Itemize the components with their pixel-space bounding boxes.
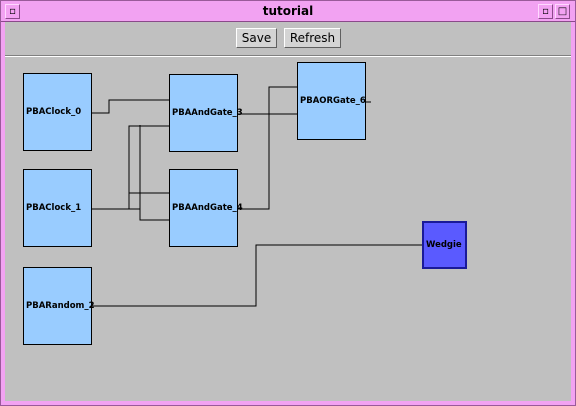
- wire: [129, 208, 169, 221]
- node-label: PBAORGate_6: [300, 96, 366, 106]
- wire: [91, 99, 169, 114]
- minimize-icon: ▫: [542, 6, 549, 17]
- node-wedgie[interactable]: Wedgie: [422, 221, 467, 269]
- node-pbaandgate-4[interactable]: PBAAndGate_4: [169, 169, 243, 247]
- minimize-icon: ▫: [9, 6, 16, 17]
- node-pbaclock-0[interactable]: PBAClock_0: [23, 73, 92, 151]
- wire: [91, 244, 422, 307]
- node-label: PBAClock_1: [26, 203, 82, 213]
- node-pbaorgate-6[interactable]: PBAORGate_6: [297, 62, 366, 140]
- node-pbarandom-2[interactable]: PBARandom_2: [23, 267, 95, 345]
- toolbar: Save Refresh: [5, 22, 571, 56]
- refresh-button[interactable]: Refresh: [284, 28, 341, 48]
- maximize-icon: □: [557, 6, 568, 17]
- window-border-left[interactable]: [1, 22, 5, 405]
- node-label: PBAClock_0: [26, 107, 82, 117]
- window-menu-button[interactable]: ▫: [5, 4, 20, 19]
- node-label: PBAAndGate_3: [172, 108, 243, 118]
- window-border-right[interactable]: [571, 22, 575, 405]
- save-button[interactable]: Save: [236, 28, 277, 48]
- window-title: tutorial: [262, 4, 314, 18]
- graph-canvas[interactable]: PBAClock_0 PBAClock_1 PBARandom_2 PBAAnd…: [5, 56, 571, 403]
- title-bar[interactable]: ▫ tutorial ▫ □: [1, 1, 575, 22]
- node-label: PBARandom_2: [26, 301, 95, 311]
- node-label: PBAAndGate_4: [172, 203, 243, 213]
- node-label: Wedgie: [426, 240, 462, 250]
- node-pbaclock-1[interactable]: PBAClock_1: [23, 169, 92, 247]
- minimize-button[interactable]: ▫: [538, 4, 553, 19]
- wire: [237, 86, 297, 210]
- window-border-bottom[interactable]: [1, 401, 575, 405]
- wire: [91, 125, 169, 210]
- node-pbaandgate-3[interactable]: PBAAndGate_3: [169, 74, 243, 152]
- maximize-button[interactable]: □: [555, 4, 570, 19]
